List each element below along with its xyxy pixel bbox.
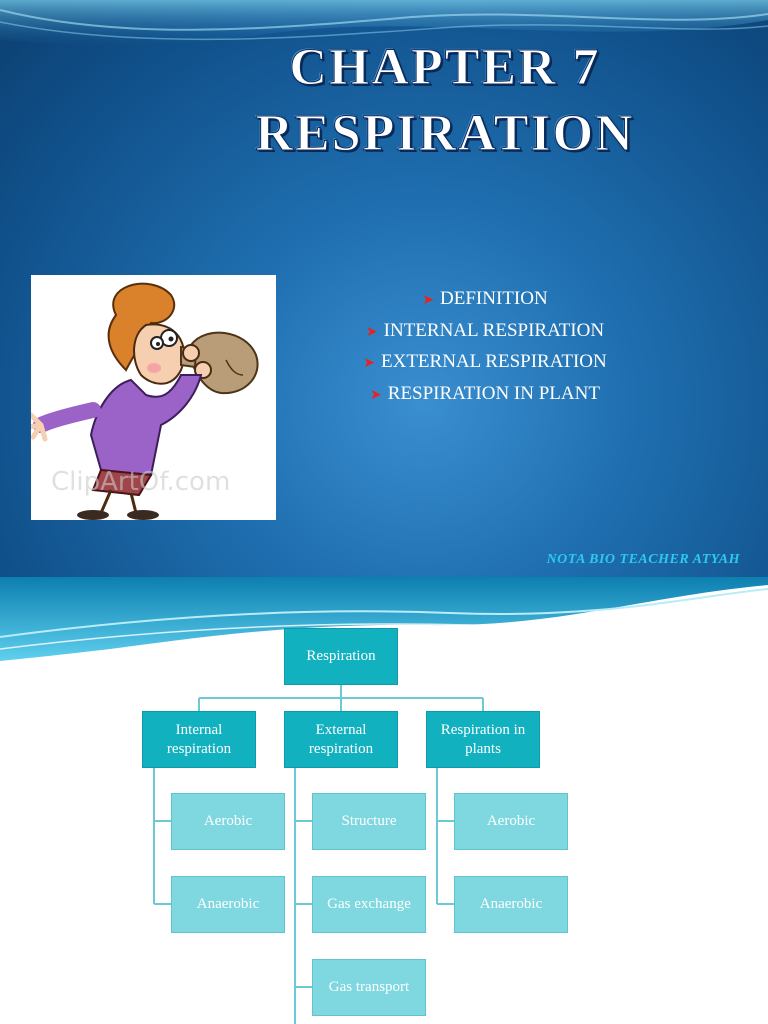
node-respiration-in-plants: Respiration in plants (426, 711, 540, 768)
node-internal-respiration: Internal respiration (142, 711, 256, 768)
node-respiration: Respiration (284, 628, 398, 685)
topic-item: ➤INTERNAL RESPIRATION (365, 319, 605, 341)
title-slide: CHAPTER 7 RESPIRATION (0, 0, 768, 577)
footer-credit: NOTA BIO TEACHER ATYAH (546, 552, 740, 567)
node-internal-anaerobic: Anaerobic (171, 876, 285, 933)
title-line-1: CHAPTER 7 (289, 39, 601, 97)
node-plants-anaerobic: Anaerobic (454, 876, 568, 933)
node-internal-aerobic: Aerobic (171, 793, 285, 850)
cartoon-woman-breathing-bag-illustration: ClipArtOf.com (26, 275, 276, 520)
node-gas-transport: Gas transport (312, 959, 426, 1016)
topic-item: ➤DEFINITION (422, 288, 548, 309)
node-plants-aerobic: Aerobic (454, 793, 568, 850)
title-line-2: RESPIRATION (255, 105, 635, 163)
node-structure: Structure (312, 793, 426, 850)
arrow-bullet-icon: ➤ (365, 323, 378, 340)
topic-item: ➤EXTERNAL RESPIRATION (363, 351, 607, 372)
topic-item: ➤RESPIRATION IN PLANT (370, 382, 600, 404)
svg-text:ClipArtOf.com: ClipArtOf.com (51, 467, 230, 497)
decorative-wave (0, 0, 768, 46)
node-gas-exchange: Gas exchange (312, 876, 426, 933)
concept-map-connectors (153, 685, 484, 1024)
arrow-bullet-icon: ➤ (422, 292, 435, 308)
topic-list: ➤DEFINITION ➤INTERNAL RESPIRATION ➤EXTER… (300, 284, 670, 410)
node-external-respiration: External respiration (284, 711, 398, 768)
decorative-wave (0, 577, 768, 661)
arrow-bullet-icon: ➤ (363, 355, 375, 371)
arrow-bullet-icon: ➤ (370, 386, 382, 403)
concept-map-slide: Respiration Internal respiration Externa… (0, 577, 768, 1024)
